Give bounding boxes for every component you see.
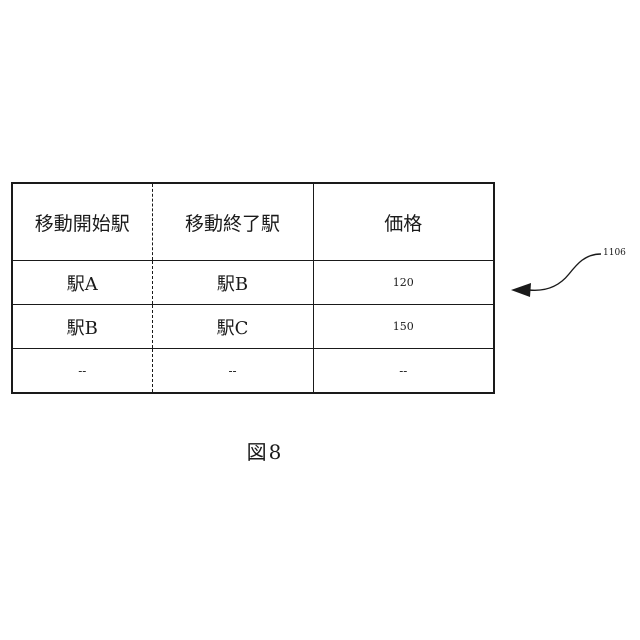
table-header-row: 移動開始駅 移動終了駅 価格 [12, 183, 494, 261]
table-row: 駅A 駅B 120 [12, 261, 494, 305]
header-departure-station: 移動開始駅 [12, 183, 152, 261]
figure-caption: 図8 [0, 436, 530, 465]
cell-arrival: 駅C [152, 305, 313, 349]
header-arrival-station: 移動終了駅 [152, 183, 313, 261]
reference-numeral: 1106 [603, 248, 626, 258]
cell-price: 120 [313, 261, 494, 305]
cell-arrival: -- [152, 349, 313, 394]
cell-price: 150 [313, 305, 494, 349]
fare-table: 移動開始駅 移動終了駅 価格 駅A 駅B 120 駅B 駅C 150 -- --… [11, 182, 495, 394]
cell-price: -- [313, 349, 494, 394]
header-price: 価格 [313, 183, 494, 261]
cell-departure: 駅A [12, 261, 152, 305]
cell-departure: 駅B [12, 305, 152, 349]
table-row: 駅B 駅C 150 [12, 305, 494, 349]
cell-arrival: 駅B [152, 261, 313, 305]
reference-arrow-icon [505, 250, 615, 310]
table-row: -- -- -- [12, 349, 494, 394]
cell-departure: -- [12, 349, 152, 394]
